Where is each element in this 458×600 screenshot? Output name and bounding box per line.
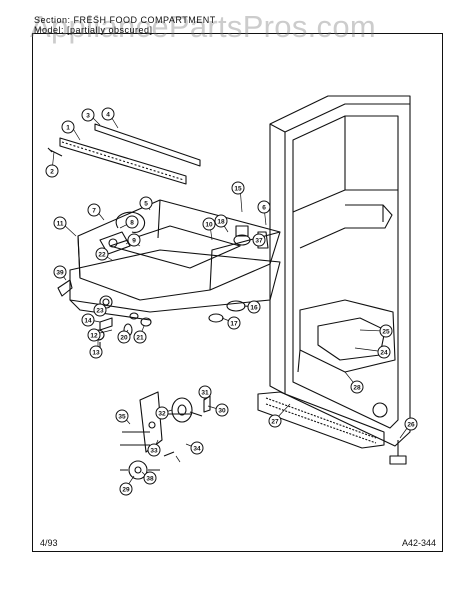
svg-text:8: 8 (130, 220, 134, 227)
callout-33: 33 (147, 443, 161, 457)
callout-23: 23 (93, 303, 107, 317)
callout-32: 32 (155, 406, 169, 420)
callout-4: 4 (101, 107, 115, 121)
callout-5: 5 (139, 196, 153, 210)
svg-text:34: 34 (193, 446, 201, 453)
svg-text:32: 32 (158, 411, 166, 418)
svg-text:10: 10 (205, 222, 213, 229)
callout-39: 39 (53, 265, 67, 279)
liner-shelf-ledge (299, 204, 393, 249)
svg-text:6: 6 (262, 205, 266, 212)
svg-text:27: 27 (271, 419, 279, 426)
svg-text:38: 38 (146, 476, 154, 483)
svg-text:2: 2 (50, 169, 54, 176)
svg-text:9: 9 (132, 238, 136, 245)
svg-text:21: 21 (136, 335, 144, 342)
callout-12: 12 (87, 328, 101, 342)
callout-1: 1 (61, 120, 75, 134)
callout-8: 8 (125, 215, 139, 229)
svg-text:20: 20 (120, 335, 128, 342)
svg-text:39: 39 (56, 270, 64, 277)
svg-text:14: 14 (84, 318, 92, 325)
callout-28: 28 (350, 380, 364, 394)
callout-2: 2 (45, 164, 59, 178)
callout-9: 9 (127, 233, 141, 247)
callout-35: 35 (115, 409, 129, 423)
fan-blade (171, 397, 193, 423)
trim-strip (59, 137, 187, 185)
liner-floor (299, 299, 396, 373)
control-shroud (77, 199, 281, 301)
revision-date: 4/93 (40, 538, 58, 548)
svg-text:3: 3 (86, 113, 90, 120)
svg-text:31: 31 (201, 390, 209, 397)
model-line: Model: [partially obscured] (34, 25, 153, 35)
toe-grille (257, 391, 385, 449)
svg-text:5: 5 (144, 201, 148, 208)
callout-30: 30 (215, 403, 229, 417)
svg-text:4: 4 (106, 112, 110, 119)
svg-text:29: 29 (122, 487, 130, 494)
motor-bracket (139, 391, 163, 453)
wire-harness (115, 211, 146, 233)
svg-text:33: 33 (150, 448, 158, 455)
callout-34: 34 (190, 441, 204, 455)
callout-37: 37 (252, 233, 266, 247)
callout-29: 29 (119, 482, 133, 496)
svg-text:26: 26 (407, 422, 415, 429)
svg-text:22: 22 (98, 252, 106, 259)
svg-text:15: 15 (234, 186, 242, 193)
light-channel (94, 123, 201, 167)
callout-24: 24 (377, 345, 391, 359)
callout-21: 21 (133, 330, 147, 344)
damper-knob (233, 234, 251, 246)
callout-38: 38 (143, 471, 157, 485)
svg-text:30: 30 (218, 408, 226, 415)
callout-27: 27 (268, 414, 282, 428)
callout-26: 26 (404, 417, 418, 431)
callout-3: 3 (81, 108, 95, 122)
watermark: AppliancePartsPros.com (30, 9, 377, 44)
foam-disc (226, 300, 246, 312)
svg-text:16: 16 (250, 305, 258, 312)
cabinet-top-edge (284, 103, 410, 133)
fan-motor (128, 460, 148, 480)
callout-22: 22 (95, 247, 109, 261)
svg-text:13: 13 (92, 350, 100, 357)
cabinet-front-edge (269, 123, 286, 394)
svg-text:23: 23 (96, 308, 104, 315)
leveling-leg (389, 440, 407, 465)
svg-text:17: 17 (230, 321, 238, 328)
callout-11: 11 (53, 216, 67, 230)
callout-13: 13 (89, 345, 103, 359)
svg-text:35: 35 (118, 414, 126, 421)
callout-14: 14 (81, 313, 95, 327)
callout-20: 20 (117, 330, 131, 344)
callout-18: 18 (214, 214, 228, 228)
callout-16: 16 (247, 300, 261, 314)
callout-15: 15 (231, 181, 245, 195)
svg-text:18: 18 (217, 219, 225, 226)
diagram-code: A42-344 (402, 538, 437, 548)
cabinet-shell (269, 95, 411, 447)
callout-31: 31 (198, 385, 212, 399)
svg-text:12: 12 (90, 333, 98, 340)
section-title: Section: FRESH FOOD COMPARTMENT (34, 15, 216, 25)
callout-25: 25 (379, 324, 393, 338)
svg-text:1: 1 (66, 125, 70, 132)
svg-text:11: 11 (57, 221, 64, 228)
svg-text:24: 24 (380, 350, 388, 357)
svg-text:7: 7 (92, 208, 96, 215)
svg-text:28: 28 (353, 385, 361, 392)
callout-10: 10 (202, 217, 216, 231)
svg-text:37: 37 (255, 238, 263, 245)
callout-7: 7 (87, 203, 101, 217)
callout-17: 17 (227, 316, 241, 330)
svg-text:25: 25 (382, 329, 390, 336)
callout-6: 6 (257, 200, 271, 214)
diagram-frame (32, 33, 443, 552)
